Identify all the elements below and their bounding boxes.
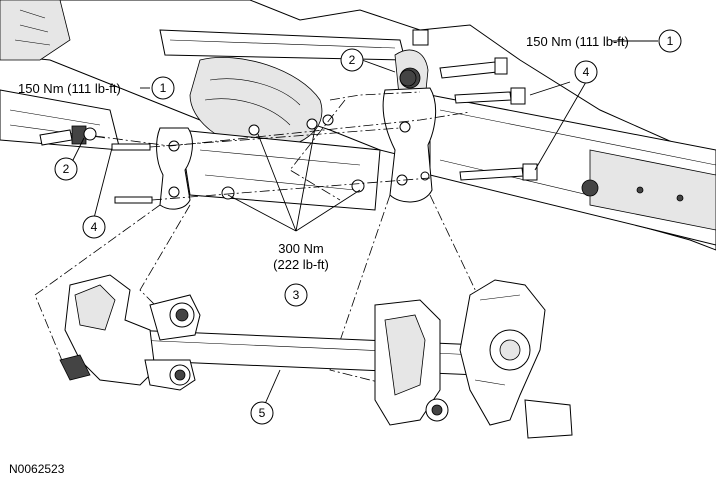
svg-text:2: 2 [349,53,356,67]
assembly-alignment-lines [34,91,481,386]
svg-text:5: 5 [259,406,266,420]
torque-label-upper-left: 150 Nm (111 lb-ft) [18,81,121,96]
callout-3: 3 [284,283,308,307]
torque-label-upper-right: 150 Nm (111 lb-ft) [526,34,629,49]
callout-2-top: 2 [340,48,364,72]
callout-2-left: 2 [54,157,78,181]
callout-4-right: 4 [574,60,598,84]
callout-1-right: 1 [658,29,682,53]
front-axle-assembly [59,274,573,439]
mounting-bracket-left [156,127,193,210]
bolt-set [39,57,599,204]
figure-id: N0062523 [9,462,65,476]
svg-text:1: 1 [160,81,167,95]
leader-lines [71,40,658,405]
callout-4-left: 4 [82,215,106,239]
svg-text:4: 4 [583,65,590,79]
torque-label-center-lbft: (222 lb-ft) [273,257,329,272]
svg-text:2: 2 [63,162,70,176]
svg-text:3: 3 [293,288,300,302]
callout-5: 5 [250,401,274,425]
svg-text:1: 1 [667,34,674,48]
torque-label-center-nm: 300 Nm [278,241,324,256]
mounting-bracket-right [382,87,437,203]
callout-1-left: 1 [151,76,175,100]
svg-text:4: 4 [91,220,98,234]
